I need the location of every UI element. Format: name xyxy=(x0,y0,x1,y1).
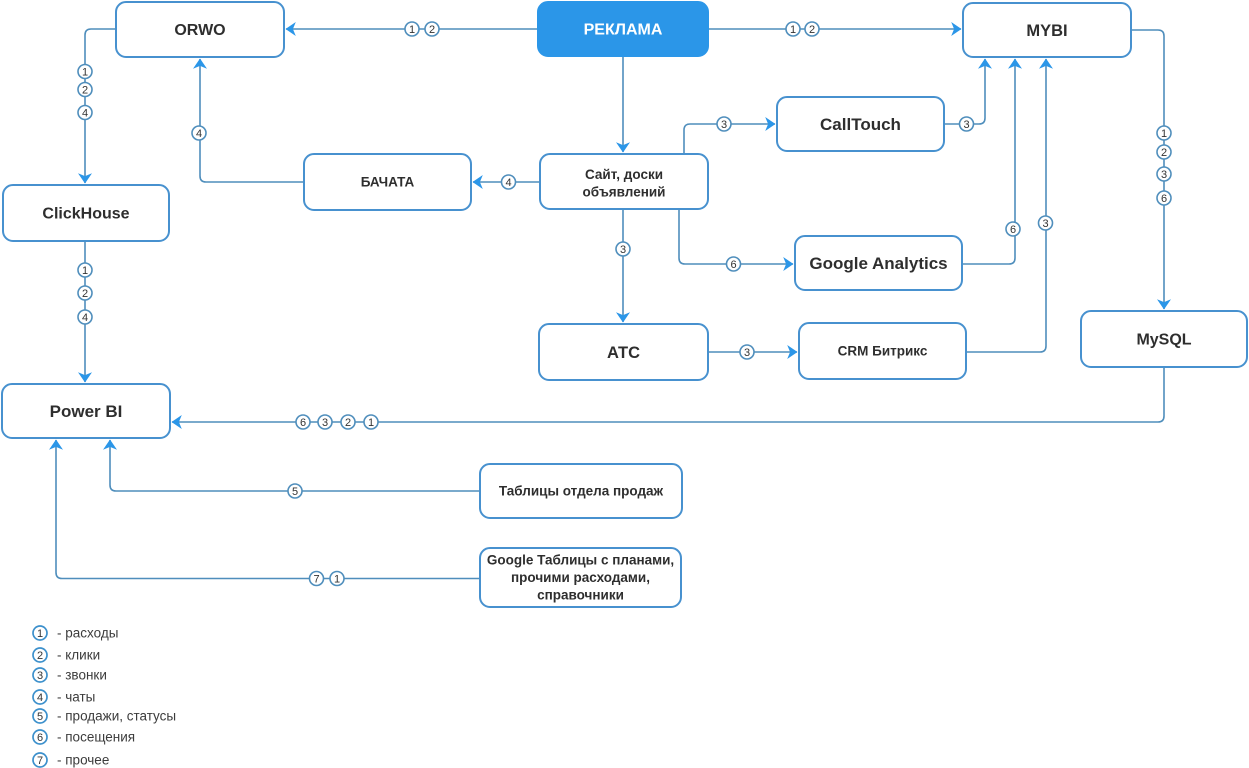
svg-text:7: 7 xyxy=(313,573,319,585)
svg-text:5: 5 xyxy=(37,711,43,723)
svg-text:3: 3 xyxy=(620,244,626,256)
svg-text:- прочее: - прочее xyxy=(57,753,109,768)
svg-text:3: 3 xyxy=(1161,169,1167,181)
svg-text:- посещения: - посещения xyxy=(57,730,135,745)
svg-text:6: 6 xyxy=(37,732,43,744)
svg-text:- чаты: - чаты xyxy=(57,690,95,705)
svg-text:4: 4 xyxy=(505,177,511,189)
svg-text:Power BI: Power BI xyxy=(50,402,123,421)
svg-text:5: 5 xyxy=(292,486,298,498)
svg-text:справочники: справочники xyxy=(537,588,624,603)
svg-text:объявлений: объявлений xyxy=(583,184,666,199)
svg-text:прочими расходами,: прочими расходами, xyxy=(511,570,650,585)
svg-text:1: 1 xyxy=(790,24,796,36)
svg-text:1: 1 xyxy=(82,66,88,78)
svg-text:2: 2 xyxy=(82,288,88,300)
svg-text:3: 3 xyxy=(322,417,328,429)
svg-text:1: 1 xyxy=(409,24,415,36)
svg-text:2: 2 xyxy=(429,24,435,36)
svg-text:- продажи, статусы: - продажи, статусы xyxy=(57,709,176,724)
svg-text:4: 4 xyxy=(82,312,88,324)
svg-text:6: 6 xyxy=(730,259,736,271)
svg-text:Google Таблицы с планами,: Google Таблицы с планами, xyxy=(487,553,674,568)
svg-text:РЕКЛАМА: РЕКЛАМА xyxy=(584,22,663,39)
svg-text:2: 2 xyxy=(37,650,43,662)
svg-text:3: 3 xyxy=(37,670,43,682)
svg-text:БАЧАТА: БАЧАТА xyxy=(361,175,415,190)
svg-text:1: 1 xyxy=(368,417,374,429)
svg-text:CRM Битрикс: CRM Битрикс xyxy=(838,344,928,359)
svg-text:1: 1 xyxy=(37,628,43,640)
svg-text:3: 3 xyxy=(963,119,969,131)
svg-text:АТС: АТС xyxy=(607,344,640,362)
svg-text:- клики: - клики xyxy=(57,648,100,663)
svg-text:7: 7 xyxy=(37,755,43,767)
svg-text:3: 3 xyxy=(721,119,727,131)
svg-text:- звонки: - звонки xyxy=(57,668,107,683)
svg-text:- расходы: - расходы xyxy=(57,626,118,641)
svg-text:ORWO: ORWO xyxy=(174,22,225,39)
svg-text:Сайт, доски: Сайт, доски xyxy=(585,167,663,182)
svg-text:MYBI: MYBI xyxy=(1026,22,1067,40)
svg-text:2: 2 xyxy=(82,84,88,96)
svg-text:4: 4 xyxy=(37,692,43,704)
svg-text:2: 2 xyxy=(809,24,815,36)
svg-text:MySQL: MySQL xyxy=(1136,332,1191,349)
svg-text:1: 1 xyxy=(82,265,88,277)
svg-text:1: 1 xyxy=(334,573,340,585)
svg-text:1: 1 xyxy=(1161,128,1167,140)
svg-text:2: 2 xyxy=(1161,147,1167,159)
svg-text:6: 6 xyxy=(1010,224,1016,236)
svg-text:3: 3 xyxy=(744,347,750,359)
svg-text:4: 4 xyxy=(196,128,202,140)
svg-text:3: 3 xyxy=(1042,218,1048,230)
svg-text:6: 6 xyxy=(1161,193,1167,205)
svg-text:Google Analytics: Google Analytics xyxy=(809,254,947,273)
svg-text:Таблицы отдела продаж: Таблицы отдела продаж xyxy=(499,484,664,499)
svg-text:2: 2 xyxy=(345,417,351,429)
svg-text:CallTouch: CallTouch xyxy=(820,115,901,134)
svg-text:4: 4 xyxy=(82,107,88,119)
svg-text:6: 6 xyxy=(300,417,306,429)
svg-text:ClickHouse: ClickHouse xyxy=(42,206,129,223)
